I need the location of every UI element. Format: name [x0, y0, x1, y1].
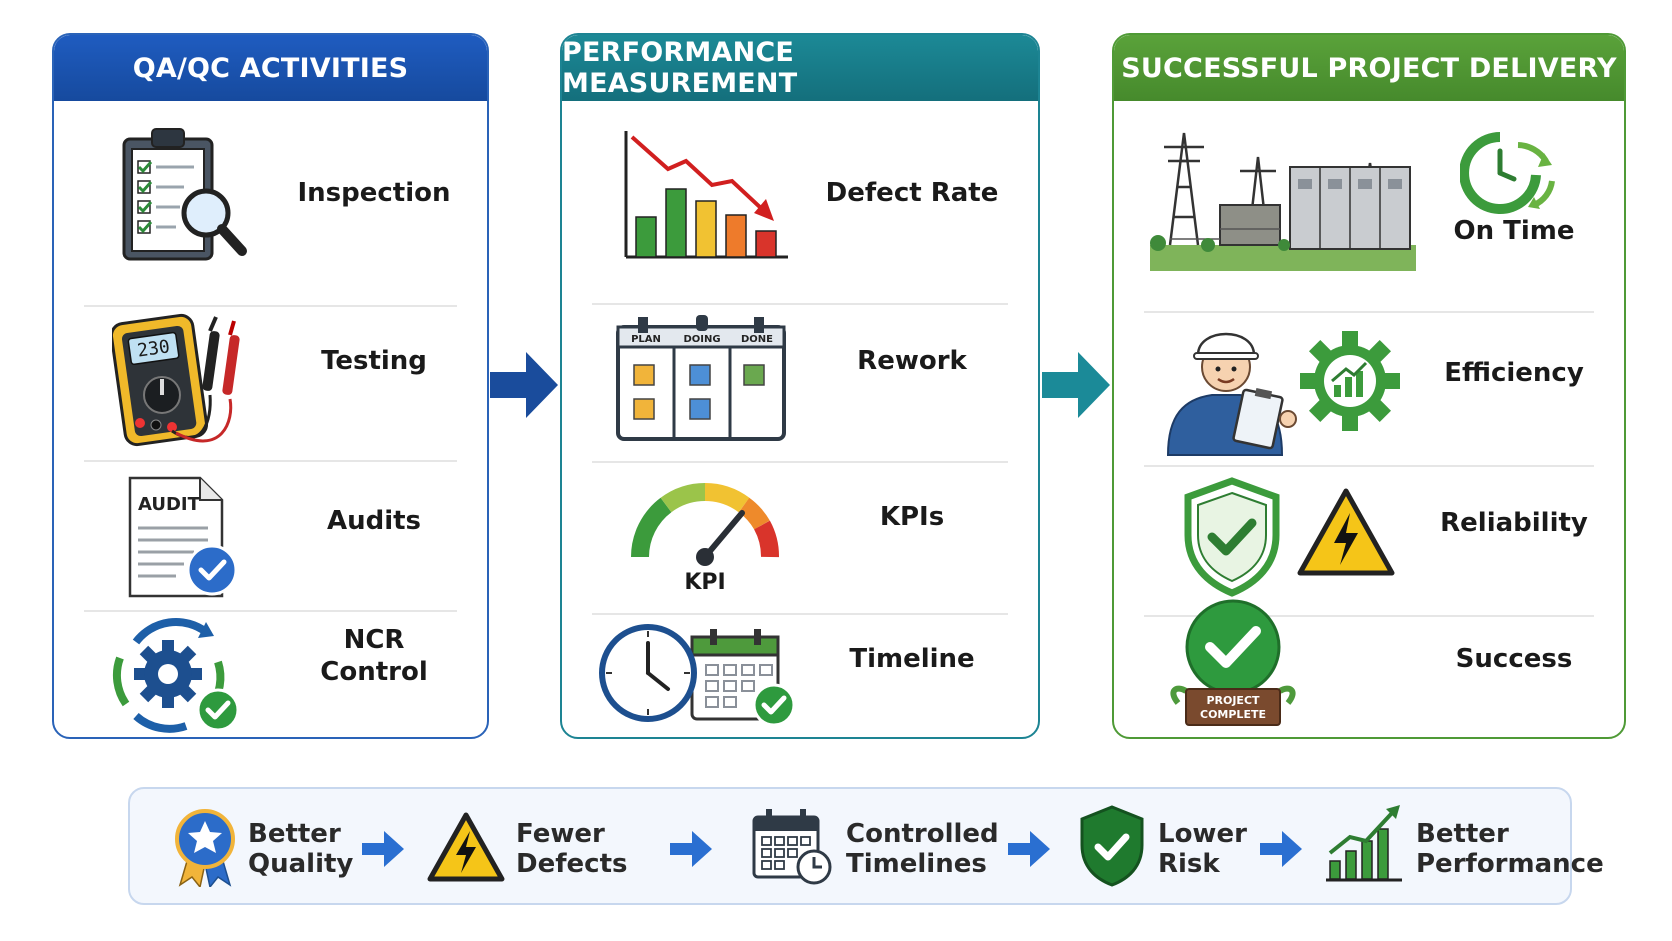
success-row: PROJECT COMPLETE Success	[1144, 599, 1594, 737]
benefit-controlled-timelines: Controlled Timelines	[750, 789, 1010, 903]
panel-title: QA/QC ACTIVITIES	[54, 35, 487, 101]
arrow-right-icon	[1260, 831, 1302, 867]
clock-refresh-icon	[1460, 132, 1555, 214]
panel-title: PERFORMANCE MEASUREMENT	[562, 35, 1038, 101]
benefit-better-quality: Better Quality	[170, 789, 370, 903]
audit-document-icon: AUDIT	[128, 476, 238, 598]
benefit-line1: Better	[1416, 819, 1509, 849]
clipboard-magnifier-icon	[122, 128, 247, 261]
meter-display: 230	[136, 336, 171, 361]
substation-illustration	[1150, 132, 1416, 271]
clock-calendar-icon	[599, 624, 796, 727]
benefit-line1: Fewer	[516, 819, 605, 849]
timeline-label: Timeline	[849, 644, 975, 674]
benefit-better-performance: Better Performance	[1326, 789, 1604, 903]
declining-bar-chart-icon	[624, 131, 788, 259]
benefit-lower-risk: Lower Risk	[1078, 789, 1278, 903]
benefits-strip: Better Quality Fewer Defects	[128, 787, 1604, 905]
benefit-line1: Lower	[1158, 819, 1247, 849]
defect-rate-row: Defect Rate	[592, 115, 1008, 305]
benefit-text: Better Performance	[1416, 819, 1604, 879]
arrow-right-icon	[362, 831, 404, 867]
defect-rate-label: Defect Rate	[825, 178, 999, 208]
benefit-line2: Defects	[516, 849, 628, 879]
qa-qc-panel: QA/QC ACTIVITIES Inspection 230	[52, 33, 489, 739]
performance-measurement-panel: PERFORMANCE MEASUREMENT Defect Rate PLAN…	[560, 33, 1040, 739]
reliability-label: Reliability	[1440, 508, 1588, 538]
audits-row: AUDIT Audits	[84, 460, 457, 612]
panel-title: SUCCESSFUL PROJECT DELIVERY	[1114, 35, 1624, 101]
kanban-column-doing: DOING	[683, 334, 720, 345]
success-label: Success	[1455, 644, 1573, 674]
benefit-line2: Performance	[1416, 849, 1604, 879]
growth-chart-icon	[1326, 805, 1402, 882]
benefit-line2: Timelines	[846, 849, 987, 879]
benefit-text: Fewer Defects	[516, 819, 627, 879]
warning-triangle-icon	[427, 812, 505, 882]
benefit-text: Lower Risk	[1158, 819, 1247, 879]
efficiency-label: Efficiency	[1444, 358, 1584, 388]
benefit-text: Controlled Timelines	[846, 819, 999, 879]
benefit-line2: Risk	[1158, 849, 1220, 879]
kpis-row: KPI KPIs	[592, 461, 1008, 615]
on-time-label: On Time	[1453, 216, 1575, 246]
timeline-row: Timeline	[592, 613, 1008, 737]
inspection-label: Inspection	[297, 178, 451, 208]
shield-check-icon	[1184, 477, 1280, 597]
arrow-right-icon	[1008, 831, 1050, 867]
kpis-label: KPIs	[879, 502, 945, 532]
audit-tag: AUDIT	[138, 494, 201, 515]
kanban-column-plan: PLAN	[631, 334, 661, 345]
benefit-line1: Better	[248, 819, 341, 849]
engineer-illustration	[1166, 331, 1400, 456]
rework-label: Rework	[857, 346, 967, 376]
flow-arrow-icon	[1042, 352, 1110, 418]
successful-project-delivery-panel: SUCCESSFUL PROJECT DELIVERY On	[1112, 33, 1626, 739]
shield-check-icon	[1080, 805, 1144, 887]
audits-label: Audits	[326, 506, 422, 536]
calendar-clock-icon	[752, 809, 832, 885]
kanban-column-done: DONE	[741, 334, 773, 345]
kpi-gauge-icon: KPI	[631, 483, 779, 595]
on-time-row: On Time	[1144, 115, 1594, 313]
high-voltage-warning-icon	[1297, 488, 1395, 576]
project-complete-badge-icon: PROJECT COMPLETE	[1170, 599, 1296, 726]
multimeter-icon: 230	[112, 313, 240, 447]
award-ribbon-icon	[175, 809, 235, 887]
svg-text:PROJECT: PROJECT	[1206, 694, 1260, 707]
efficiency-row: Efficiency	[1144, 311, 1594, 467]
benefit-line2: Quality	[248, 849, 354, 879]
arrow-right-icon	[670, 831, 712, 867]
kanban-board-icon: PLAN DOING DONE	[616, 315, 786, 441]
rework-row: PLAN DOING DONE Rework	[592, 303, 1008, 463]
gear-cycle-check-icon	[112, 618, 240, 733]
kpi-tag: KPI	[684, 570, 725, 595]
flow-arrow-icon	[490, 352, 558, 418]
testing-row: 230 Testing	[84, 305, 457, 462]
testing-label: Testing	[321, 346, 427, 376]
benefit-fewer-defects: Fewer Defects	[426, 789, 646, 903]
svg-text:COMPLETE: COMPLETE	[1200, 708, 1266, 721]
inspection-row: Inspection	[84, 115, 457, 307]
ncr-control-row: NCR Control	[84, 610, 457, 737]
ncr-control-label: NCR Control	[320, 625, 428, 687]
benefit-line1: Controlled	[846, 819, 999, 849]
benefit-text: Better Quality	[248, 819, 353, 879]
reliability-row: Reliability	[1144, 465, 1594, 617]
